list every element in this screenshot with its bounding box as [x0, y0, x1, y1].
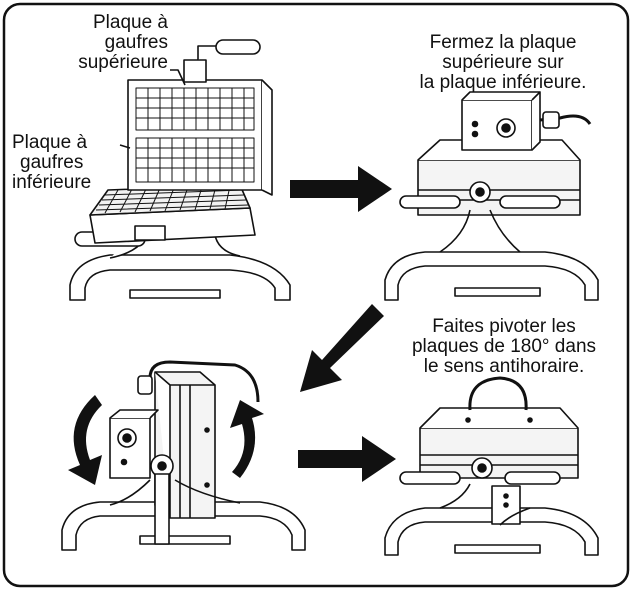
arrow-right-icon — [298, 436, 396, 482]
waffle-maker-flipped-illustration — [385, 378, 598, 555]
waffle-maker-rotated-illustration — [62, 362, 305, 550]
step-close-instruction: Fermez la plaque supérieure sur la plaqu… — [388, 33, 618, 93]
arrow-down-left-icon — [300, 304, 384, 392]
arrow-right-icon — [290, 166, 392, 212]
waffle-maker-open-illustration — [70, 40, 290, 300]
waffle-maker-closed-illustration — [385, 92, 598, 300]
step-rotate-instruction: Faites pivoter les plaques de 180° dans … — [384, 317, 624, 377]
upper-plate-label: Plaque à gaufres supérieure — [40, 13, 168, 73]
rotate-counterclockwise-icon — [230, 400, 264, 478]
rotate-counterclockwise-icon — [68, 395, 102, 485]
lower-plate-label: Plaque à gaufres inférieure — [12, 133, 91, 193]
